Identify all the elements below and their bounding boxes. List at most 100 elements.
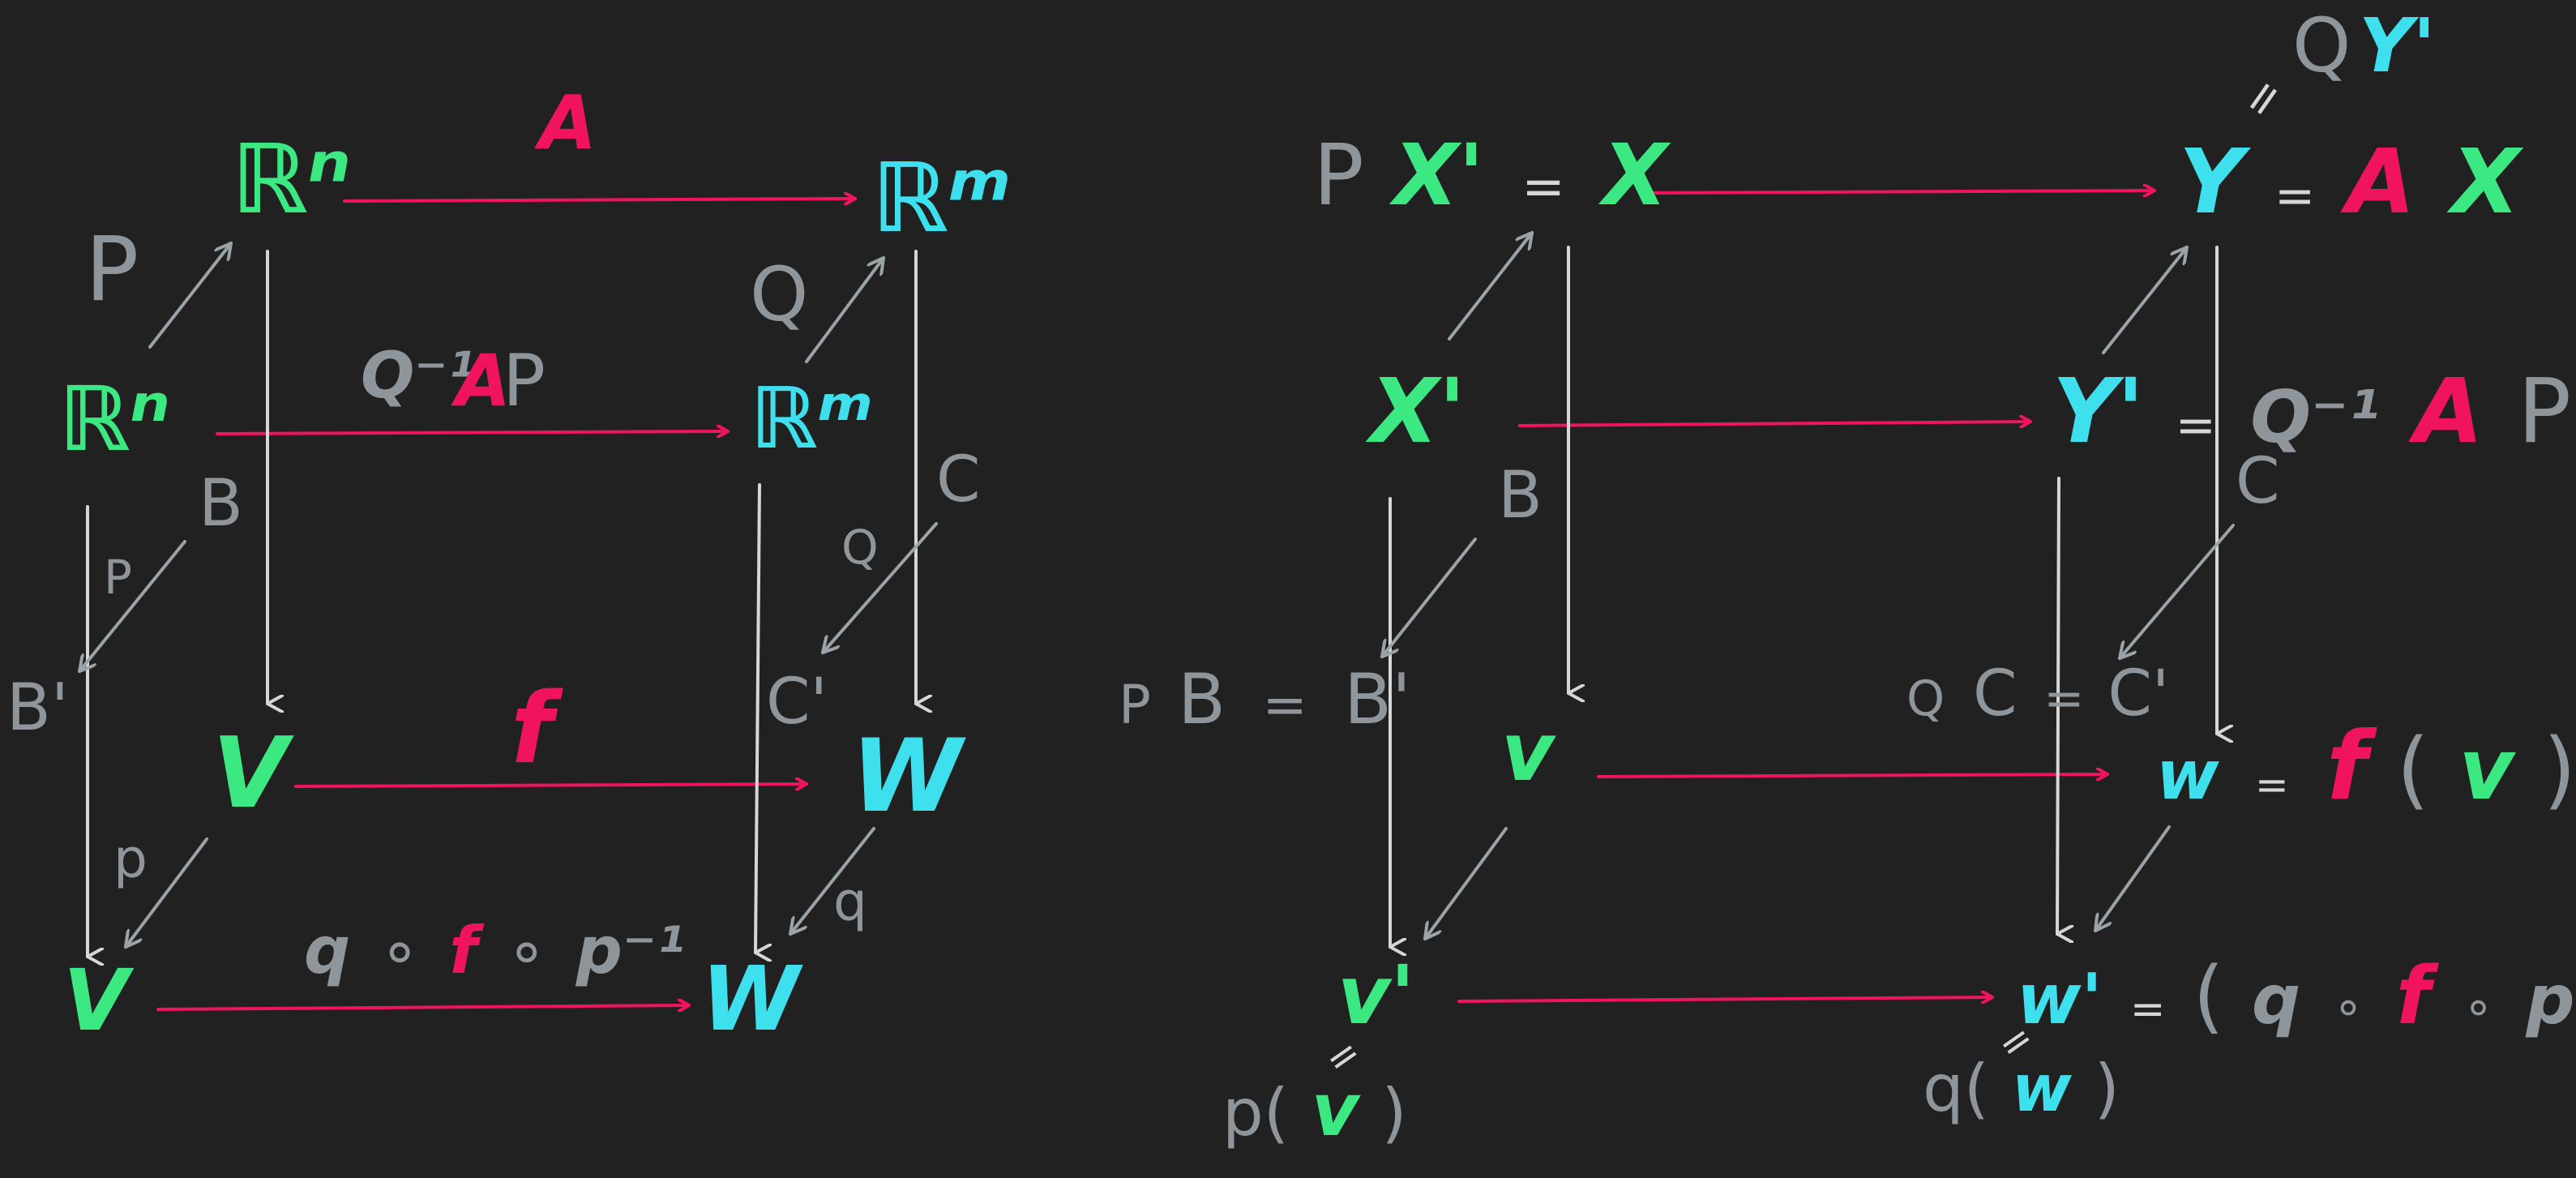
right-Yp-top: Y' [2359, 2, 2436, 89]
right-w-in-q: w [2012, 1051, 2073, 1126]
left-C-label: C [936, 443, 980, 516]
left-W-back: W [851, 718, 966, 835]
left-rn-back: ℝⁿ [231, 123, 351, 235]
left-composition-label: q ∘ f ∘ p⁻¹ [304, 913, 685, 988]
left-arrow-p-lower-diag [126, 837, 208, 947]
left-P-mid-label: P [503, 339, 546, 422]
left-P-back-label: P [85, 217, 139, 321]
right-QC-Q: Q [1906, 670, 1945, 727]
left-comp-f: f [449, 913, 485, 988]
right-comp-p: p⁻¹ [2525, 960, 2576, 1039]
left-qinv-label: Q⁻¹ [361, 340, 476, 413]
left-q-small-label: Q [841, 520, 879, 575]
right-eq1: = [1521, 157, 1565, 217]
left-comp-p: p⁻¹ [576, 913, 686, 988]
right-arrow-q-lower-diag [2095, 825, 2171, 931]
right-composition-label: w' = ( q ∘ f ∘ p⁻¹ ) ( v' ) [2017, 950, 2576, 1043]
right-v-label: v [1501, 705, 1556, 799]
right-v-in-p: v [1312, 1068, 1362, 1153]
right-arrow-C-front [2057, 477, 2059, 934]
right-A-top: A [2340, 130, 2416, 233]
right-f: f [2326, 712, 2377, 821]
right-arrow-top [1644, 191, 2155, 193]
right-p-close: ) [1381, 1075, 1406, 1150]
left-Q-back-label: Q [750, 251, 808, 338]
right-wp: w' [2017, 959, 2103, 1040]
right-C-prime: C' [2107, 658, 2169, 730]
right-arrow-bottom [1457, 997, 1992, 1001]
left-arrows [79, 199, 938, 1009]
left-A-label: A [534, 79, 597, 166]
right-mid-right-label: Y' = Q⁻¹ A P X' [2052, 359, 2576, 463]
right-eq3: = [2176, 397, 2216, 454]
right-comp-open: ( [2193, 950, 2224, 1043]
left-q-lower-label: q [833, 871, 867, 933]
right-Xp-top: X' [1389, 126, 1484, 225]
left-comp-o2: ∘ [507, 913, 547, 988]
right-q-close: ) [2095, 1051, 2120, 1126]
left-rn-front: ℝⁿ [58, 367, 170, 471]
right-w: w [2156, 735, 2219, 815]
right-arrow-p-lower-diag [1425, 827, 1508, 939]
right-vp-label: v' [1337, 948, 1415, 1043]
left-arrow-C-front [755, 483, 760, 953]
right-Y-top: Y [2179, 130, 2251, 233]
right-P-prefix: P [1313, 126, 1364, 225]
right-arrow-q-diag [2120, 524, 2235, 658]
left-arrow-q-lower-diag [790, 827, 875, 934]
left-arrow-bottom [156, 1005, 689, 1009]
right-eq7: = [2130, 985, 2166, 1034]
right-Xp-mid: X' [1365, 359, 1466, 463]
right-P-mid: P [2518, 359, 2571, 463]
right-arrow-mid [1518, 422, 2030, 426]
right-QC-C: C [1973, 658, 2017, 730]
right-w-eq-f-v-label: w = f ( v ) [2156, 712, 2576, 821]
right-PB-B: B [1178, 659, 1226, 740]
right-comp-f: f [2396, 950, 2439, 1043]
right-eq2: = [2274, 168, 2315, 225]
right-p-of-v-label: p( v ) [1222, 1068, 1407, 1153]
right-top-left-label: P X' = X [1313, 126, 1671, 225]
left-cube-diagram: ℝⁿ ℝᵐ A P Q ℝⁿ ℝᵐ Q⁻¹ A P B C P Q B' C' … [6, 79, 1012, 1051]
left-comp-o1: ∘ [379, 913, 420, 988]
left-B-label: B [199, 465, 243, 541]
right-Q-top: Q [2292, 2, 2351, 89]
right-PB-P: P [1119, 674, 1151, 736]
left-arrow-mid-horizontal [216, 431, 728, 434]
right-eq5: = [2043, 670, 2084, 727]
left-V-back: V [212, 718, 294, 830]
left-V-front: V [63, 951, 135, 1050]
left-comp-q: q [304, 913, 350, 988]
left-arrow-q-diag [823, 522, 938, 653]
right-q-of-w-label: q( w ) [1923, 1051, 2120, 1126]
right-C-label: C [2236, 445, 2279, 518]
right-eq4: = [1263, 674, 1307, 736]
right-arrow-p-diag [1382, 538, 1477, 657]
right-PB-label: P B = B' [1119, 659, 1411, 740]
left-arrow-p-diag [79, 540, 186, 671]
right-B-prime: B' [1344, 659, 1411, 740]
right-arrows [1382, 191, 2235, 1001]
right-rparen: ) [2543, 720, 2576, 819]
right-arrow-Q-diag [2102, 247, 2187, 354]
left-arrow-f [294, 784, 807, 786]
right-lparen: ( [2397, 720, 2430, 819]
left-C-prime-label: C' [766, 666, 828, 739]
left-f-label: f [511, 673, 563, 786]
right-eq-vert: = [2231, 68, 2296, 130]
right-X-top2: X [2446, 130, 2524, 233]
right-X-top: X [1598, 126, 1671, 225]
right-eq6: = [2255, 761, 2289, 808]
right-p-of: p( [1222, 1075, 1289, 1150]
right-arrow-v-to-w [1597, 774, 2107, 777]
left-rm-back: ℝᵐ [871, 142, 1012, 254]
left-rm-front: ℝᵐ [750, 369, 873, 468]
right-Yp-mid: Y' [2052, 359, 2144, 463]
left-W-front: W [701, 947, 803, 1051]
right-top-right-label: Y = A X [2179, 130, 2524, 233]
right-A-mid: A [2407, 359, 2483, 463]
right-qinv: Q⁻¹ [2250, 375, 2380, 459]
right-comp-o1: ∘ [2333, 979, 2364, 1035]
left-p-lower-label: p [113, 828, 148, 890]
